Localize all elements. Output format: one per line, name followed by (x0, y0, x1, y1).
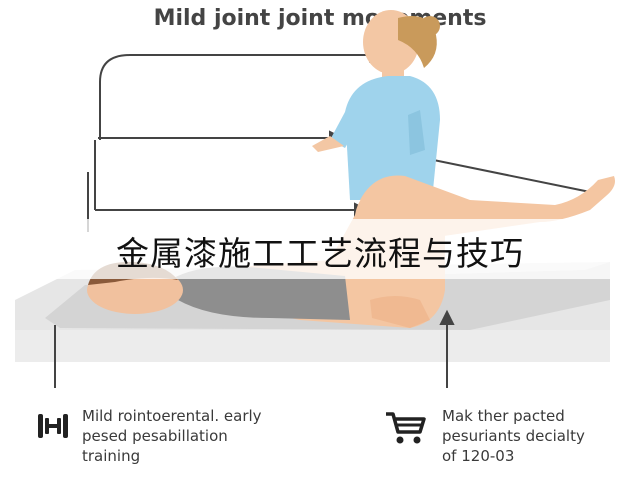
caption-right: Mak ther pacted pesuriants decialty of 1… (442, 406, 640, 466)
dumbbell-icon (38, 414, 68, 438)
caption-right-line: of 120-03 (442, 447, 515, 465)
mat-front (15, 330, 610, 362)
caption-left-line: Mild rointoerental. early (82, 407, 262, 425)
banner-background (0, 219, 640, 279)
caption-left: Mild rointoerental. early pesed pesabill… (82, 406, 342, 466)
shopping-cart-icon (386, 412, 426, 444)
caption-right-line: Mak ther pacted (442, 407, 565, 425)
caption-left-line: pesed pesabillation (82, 427, 228, 445)
caption-right-line: pesuriants decialty (442, 427, 585, 445)
therapist-figure (312, 10, 440, 200)
banner-title: 金属漆施工工艺流程与技巧 (116, 234, 524, 273)
caption-left-line: training (82, 447, 141, 465)
